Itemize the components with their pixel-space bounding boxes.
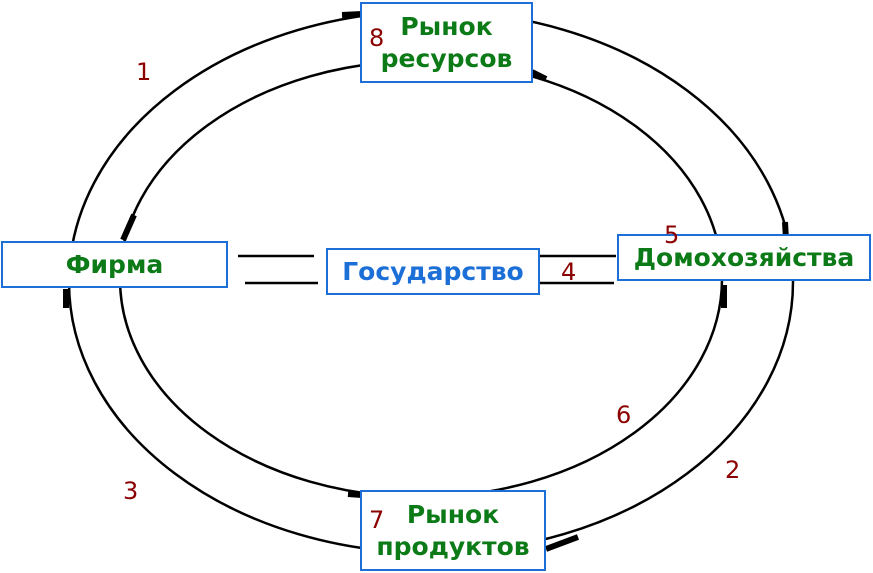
arrow-mark <box>347 491 363 498</box>
arrow-mark <box>120 213 137 242</box>
state-box: Государство <box>326 248 540 295</box>
product-market-line2: продуктов <box>376 531 530 561</box>
firm-box: Фирма <box>1 241 228 288</box>
flow-number-7: 7 <box>369 506 385 534</box>
product-market-box: Рынок продуктов <box>360 490 546 571</box>
households-box: Домохозяйства <box>617 234 871 281</box>
arrow-mark <box>544 534 580 552</box>
resource-market-box: Рынок ресурсов <box>360 2 533 83</box>
resource-market-line1: Рынок <box>400 12 493 42</box>
state-label: Государство <box>342 256 524 286</box>
arrow-mark <box>530 69 548 82</box>
arrow-mark <box>341 11 363 18</box>
flow-number-8: 8 <box>369 24 385 52</box>
resource-market-line2: ресурсов <box>380 43 513 73</box>
firm-label: Фирма <box>65 249 164 279</box>
flow-number-5: 5 <box>664 221 680 249</box>
flow-number-4: 4 <box>561 258 577 286</box>
product-market-line1: Рынок <box>406 500 500 530</box>
households-label: Домохозяйства <box>633 242 855 272</box>
flow-number-6: 6 <box>616 401 632 429</box>
flow-number-3: 3 <box>123 477 139 505</box>
flow-number-2: 2 <box>725 456 741 484</box>
flow-number-1: 1 <box>136 58 152 86</box>
